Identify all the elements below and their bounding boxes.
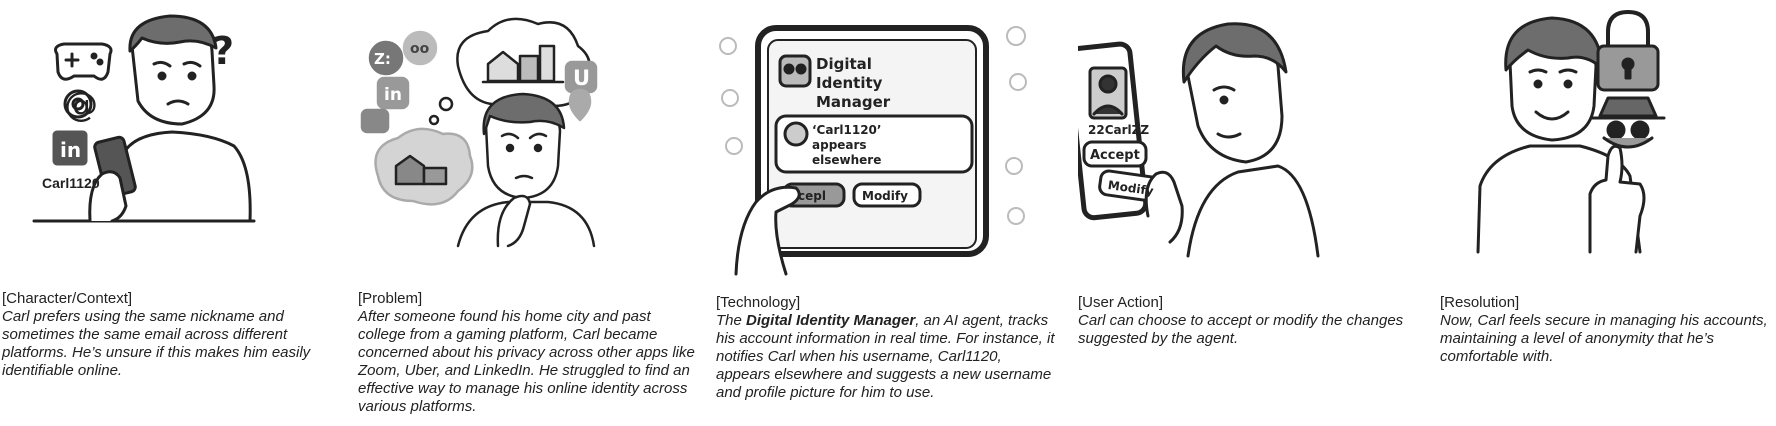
incognito-glasses-icon [1606,120,1626,140]
modify-button[interactable] [852,182,922,208]
new-username: 22CarlZZ [1088,123,1149,137]
app-title-line3: Manager [816,93,891,111]
deco-circle-icon [721,89,739,107]
person-body [1186,164,1320,258]
lock-shackle [1606,10,1650,48]
at-icon [63,89,93,119]
location-pin-icon [568,88,592,122]
caption-label: [Problem] [358,290,423,307]
oo-logo-icon [402,30,438,66]
accept-button-label: cepl [798,189,826,203]
accept-button[interactable] [1082,140,1148,168]
hair [128,14,218,53]
hand [1144,170,1184,244]
notification-line2: appears [812,138,867,152]
caption-label: [Character/Context] [2,290,133,307]
at-glyph: @ [64,85,98,125]
panel-technology: Digital Identity Manager ‘Carl1120’ appe… [716,0,1056,426]
deco-circle-icon [1007,207,1025,225]
deco-circle-icon [719,37,737,55]
deco-circle-icon [1009,73,1027,91]
caption-text: Carl prefers using the same nickname and… [2,308,311,379]
illustration-problem: Z: oo in U [358,6,698,276]
hand [734,185,801,276]
zoom-logo-icon [368,40,404,76]
modify-button-label: Modify [1107,178,1155,198]
hair [1181,22,1288,84]
caption: [Technology] The Digital Identity Manage… [716,294,1056,402]
caption: [Resolution] Now, Carl feels secure in m… [1440,294,1776,366]
u-logo-text: U [573,66,590,90]
linkedin-icon [52,130,88,166]
thumbs-up-hand [1588,144,1646,254]
avatar [783,121,809,147]
illustration-technology-svg: Digital Identity Manager ‘Carl1120’ appe… [719,25,1027,276]
hair [1504,16,1604,72]
zoom-logo-text: Z: [374,50,391,68]
caption-text: After someone found his home city and pa… [358,308,695,415]
person-body [110,130,252,223]
username-label: Carl1120 [42,175,100,191]
deco-circle-icon [725,137,743,155]
linkedin-icon [376,76,410,110]
caption-text: The Digital Identity Manager, an AI agen… [716,312,1056,402]
app-title-line1: Digital [816,55,872,73]
panel-resolution: [Resolution] Now, Carl feels secure in m… [1440,0,1776,426]
notification-line1: ‘Carl1120’ [812,123,881,137]
caption-text: Carl can choose to accept or modify the … [1078,312,1404,347]
caption-text-post: , an AI agent, tracks his account inform… [716,312,1055,401]
caption: [Problem] After someone found his home c… [358,290,698,416]
illustration-character: ? @ in Carl1120 [2,6,342,276]
notification-line3: elsewhere [812,153,881,167]
zoom-video-icon [360,108,390,134]
illustration-user-action-svg: 22CarlZZ Accept Modify [1078,22,1320,258]
hair [482,92,566,136]
incognito-hat-icon [1598,96,1658,118]
illustration-problem-svg: Z: oo in U [360,17,598,248]
caption-text-bold: Digital Identity Manager [746,312,916,329]
caption-text-pre: The [716,312,747,329]
oo-logo-text: oo [410,41,430,57]
in-logo-text: in [384,85,402,105]
linkedin-glyph: in [60,138,81,162]
panel-user-action: 22CarlZZ Accept Modify [User Action] Car… [1078,0,1418,426]
hand [88,170,128,223]
illustration-character-svg: ? @ in Carl1120 [32,14,256,223]
caption-label: [Technology] [716,294,801,311]
deco-circle-icon [1006,26,1026,46]
hand [496,194,532,248]
illustration-user-action: 22CarlZZ Accept Modify [1078,6,1418,276]
accept-button-label: Accept [1090,148,1140,163]
modify-button-label: Modify [862,189,908,203]
question-mark: ? [212,29,234,73]
caption-label: [User Action] [1078,294,1164,311]
robot-icon [778,54,812,88]
caption-label: [Resolution] [1440,294,1520,311]
caption-text: Now, Carl feels secure in managing his a… [1440,312,1768,365]
app-title-line2: Identity [816,74,883,92]
panel-problem: Z: oo in U [Problem] After someone found… [358,0,698,426]
deco-circle-icon [1005,157,1023,175]
illustration-resolution-svg [1476,10,1666,254]
illustration-resolution [1440,6,1776,276]
panel-character-context: ? @ in Carl1120 [Character/Context] Carl… [2,0,342,426]
caption: [Character/Context] Carl prefers using t… [2,290,342,380]
illustration-technology: Digital Identity Manager ‘Carl1120’ appe… [716,6,1056,276]
caption: [User Action] Carl can choose to accept … [1078,294,1418,348]
notification-card [774,114,974,174]
gamepad-icon [54,42,113,81]
